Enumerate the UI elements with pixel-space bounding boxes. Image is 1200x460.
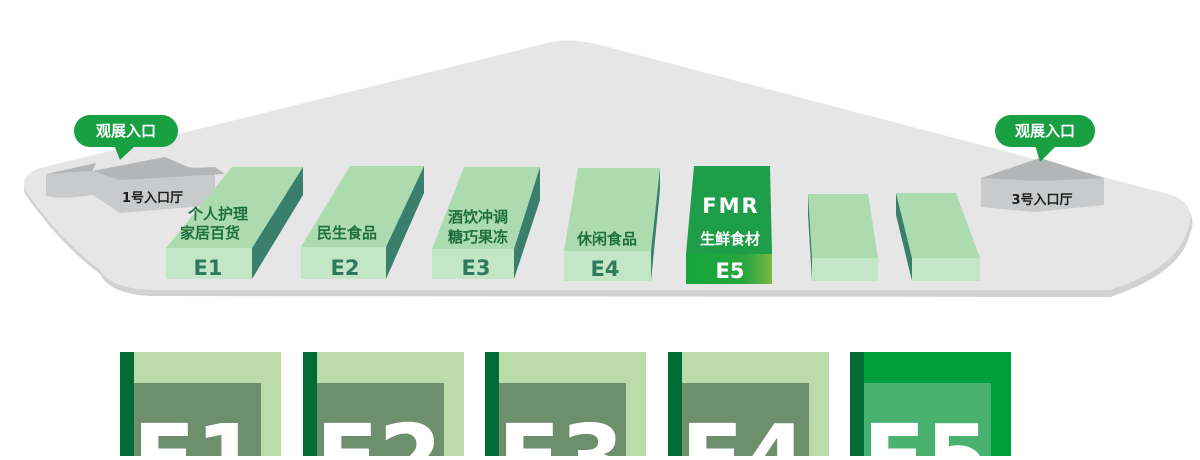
svg-text:E2: E2 bbox=[316, 405, 443, 456]
zone-block-e2[interactable]: 民生食品 E2 bbox=[301, 166, 424, 280]
svg-text:生鲜食材: 生鲜食材 bbox=[700, 230, 760, 248]
entrance-bubble-1[interactable]: 观展入口 bbox=[74, 115, 178, 160]
svg-text:糖巧果冻: 糖巧果冻 bbox=[448, 228, 508, 246]
zone-block-e4[interactable]: 休闲食品 E4 bbox=[564, 168, 660, 281]
svg-text:E1: E1 bbox=[133, 405, 260, 456]
svg-text:E2: E2 bbox=[331, 256, 360, 280]
bubble-label-1: 观展入口 bbox=[96, 122, 156, 140]
tile-e1[interactable]: E1 bbox=[120, 352, 281, 460]
svg-text:民生食品: 民生食品 bbox=[317, 224, 377, 242]
zone-block-e5[interactable]: FMR 生鲜食材 E5 bbox=[686, 166, 772, 284]
zone-block-e3[interactable]: 酒饮冲调 糖巧果冻 E3 bbox=[432, 167, 540, 280]
svg-text:休闲食品: 休闲食品 bbox=[576, 230, 637, 248]
svg-text:E1: E1 bbox=[194, 256, 223, 280]
svg-text:E3: E3 bbox=[462, 256, 491, 280]
svg-text:家居百货: 家居百货 bbox=[180, 224, 240, 242]
fmr-logo: FMR bbox=[702, 194, 759, 218]
hall-label-1: 1号入口厅 bbox=[122, 191, 183, 206]
hall-label-3: 3号入口厅 bbox=[1011, 193, 1072, 208]
entrance-hall-1: 1号入口厅 bbox=[46, 157, 225, 213]
tile-e5[interactable]: E5 bbox=[850, 352, 1011, 460]
svg-text:个人护理: 个人护理 bbox=[187, 205, 248, 223]
svg-text:E5: E5 bbox=[716, 259, 745, 283]
svg-text:E4: E4 bbox=[591, 257, 620, 281]
entrance-hall-3: 3号入口厅 bbox=[981, 158, 1104, 212]
tile-e3[interactable]: E3 bbox=[485, 352, 646, 460]
bubble-label-3: 观展入口 bbox=[1015, 122, 1075, 140]
svg-text:E5: E5 bbox=[863, 405, 990, 456]
tile-e4[interactable]: E4 bbox=[668, 352, 829, 460]
zone-block-6[interactable] bbox=[808, 194, 878, 281]
tile-e2[interactable]: E2 bbox=[303, 352, 464, 460]
entrance-bubble-3[interactable]: 观展入口 bbox=[995, 115, 1095, 162]
zone-block-7[interactable] bbox=[896, 193, 980, 281]
zone-block-e1[interactable]: 个人护理 家居百货 E1 bbox=[166, 167, 303, 280]
svg-text:E4: E4 bbox=[681, 405, 808, 456]
svg-text:酒饮冲调: 酒饮冲调 bbox=[448, 208, 508, 226]
svg-text:E3: E3 bbox=[498, 405, 625, 456]
